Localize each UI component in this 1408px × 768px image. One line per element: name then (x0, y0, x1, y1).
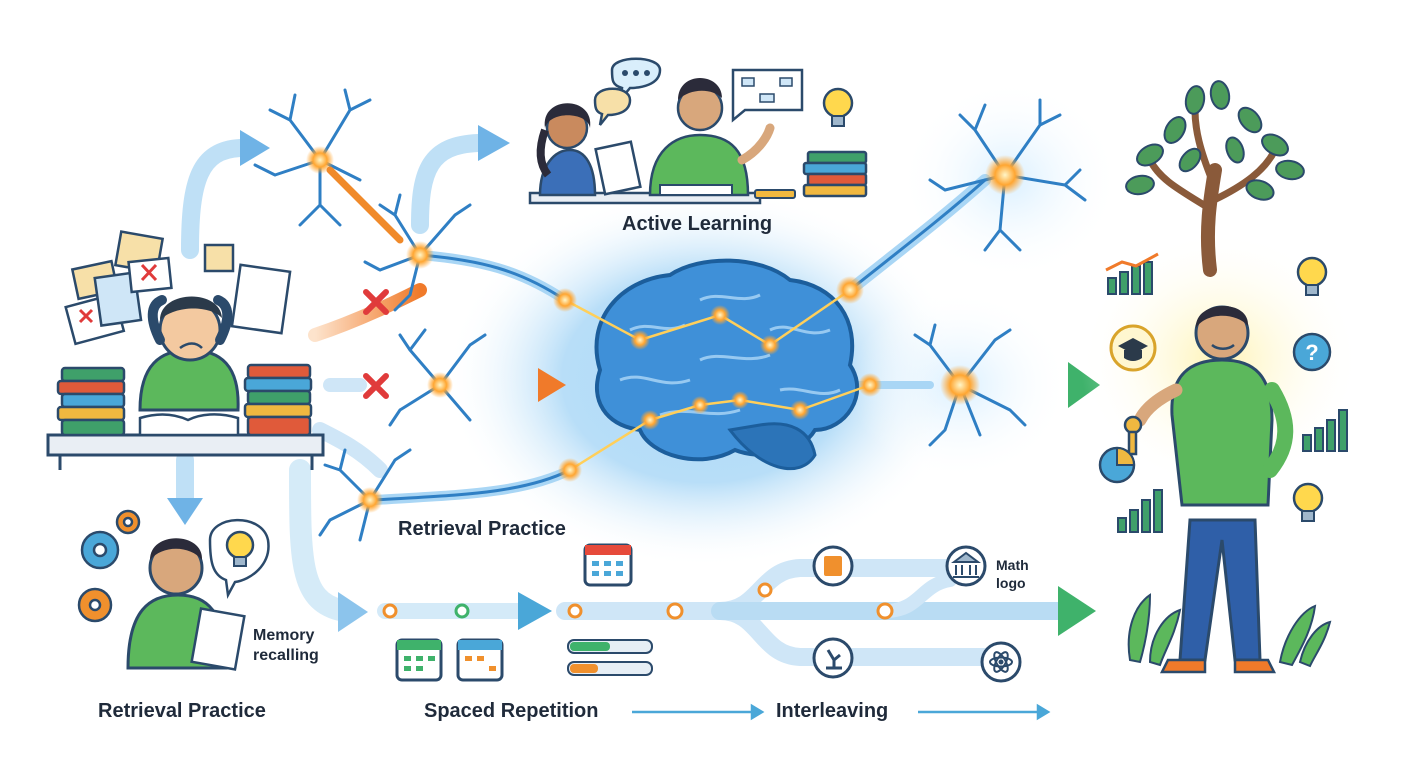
book-stack (802, 150, 868, 198)
atom-icon (980, 641, 1022, 683)
neuron-bodies (306, 146, 1025, 513)
calendar-icon-3 (456, 638, 504, 682)
bank-icon (945, 545, 987, 587)
pie-chart-icon (1098, 446, 1136, 484)
chart-icon (1105, 252, 1348, 533)
thought-lightbulb (208, 518, 270, 599)
timeline-node-green (454, 603, 470, 619)
math-logo-label: Math logo (996, 557, 1029, 591)
retrieval-practice-label-bottom: Retrieval Practice (98, 700, 266, 722)
active-learning-scene (528, 78, 796, 205)
active-learning-label: Active Learning (622, 213, 773, 235)
lightbulb-icon-right (1292, 256, 1328, 522)
microscope-icon (812, 637, 854, 679)
label-arrows (632, 703, 1051, 721)
spaced-repetition-label: Spaced Repetition (424, 700, 599, 722)
scattered-papers (64, 230, 292, 346)
flow-arrows-left (167, 125, 566, 632)
chat-bubble-icon (593, 57, 662, 126)
interleaving-label: Interleaving (776, 700, 889, 722)
stressed-student (46, 295, 325, 470)
key-icon (1123, 415, 1143, 456)
recalling-student (126, 538, 246, 671)
graduation-cap-icon (1109, 324, 1157, 372)
paper-x-marks (78, 263, 158, 324)
progress-bars (567, 639, 653, 676)
gear-icon (77, 509, 141, 623)
diagram-board (731, 68, 804, 123)
retrieval-practice-label-mid: Retrieval Practice (398, 518, 566, 540)
question-icon: ? (1292, 332, 1332, 372)
neuron-icon (253, 88, 1087, 542)
plants (1127, 593, 1332, 668)
calendar-icon (583, 543, 633, 587)
calendar-icon-2 (395, 638, 443, 682)
successful-person (1133, 305, 1294, 674)
neuron-signal (326, 166, 404, 244)
brain-icon (553, 258, 882, 482)
lightbulb-icon (822, 87, 854, 127)
memory-recalling-label: Memory recalling (253, 627, 319, 664)
timeline-nodes (382, 582, 894, 620)
book-icon (812, 545, 854, 587)
x-mark-icon (363, 289, 389, 399)
svg-text:?: ? (1305, 340, 1318, 365)
tree-icon (1125, 80, 1305, 277)
